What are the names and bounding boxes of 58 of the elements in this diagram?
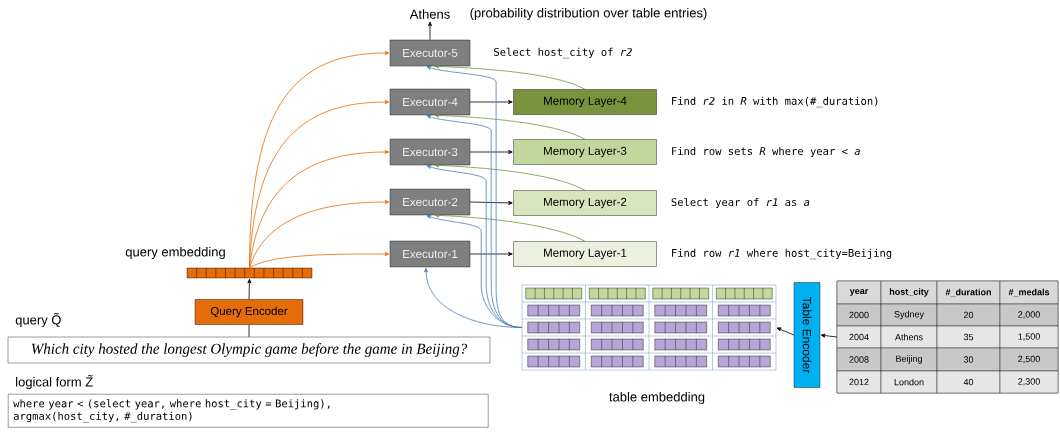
- table-cell: host_city: [880, 280, 938, 305]
- table-cell: 35: [936, 325, 1001, 349]
- executor-box: Executor-3: [389, 138, 471, 166]
- table-cell: Sydney: [880, 303, 938, 327]
- step-description: Find row sets R where year < a: [672, 146, 860, 158]
- arrow: [820, 333, 838, 338]
- output-label: Athens: [409, 9, 450, 19]
- table-cell: 2,500: [999, 347, 1059, 372]
- arrow: [434, 163, 586, 191]
- table-cell: 1,500: [999, 325, 1059, 349]
- memory-layer-box: Memory Layer-2: [513, 190, 657, 216]
- table-cell: London: [880, 370, 938, 394]
- executor-box: Executor-4: [389, 88, 471, 116]
- step-description: Find row r1 where host_city=Beijing: [672, 248, 892, 260]
- table-cell: 2,000: [999, 303, 1059, 327]
- executor-box: Executor-1: [389, 240, 471, 268]
- arrow: [249, 150, 390, 269]
- arrow: [424, 267, 523, 328]
- table-cell: #_medals: [999, 280, 1059, 305]
- step-description: Select year of r1 as a: [671, 197, 810, 209]
- query-box: Which city hosted the longest Olympic game before the game in Beijing?: [7, 336, 491, 364]
- arrow: [247, 278, 252, 300]
- heading: logical form Z̃: [16, 374, 93, 390]
- logical-form-box: where year < (select year, where host_city = Beijing), argmax(host_city, #_duration): [8, 394, 489, 428]
- executor-box: Executor-5: [389, 39, 471, 67]
- arrow: [249, 200, 390, 269]
- arrow: [469, 200, 513, 205]
- memory-layer-box: Memory Layer-4: [513, 89, 657, 115]
- memory-layer-box: Memory Layer-1: [513, 241, 657, 267]
- arrow: [469, 252, 513, 256]
- memory-layer-box: Memory Layer-3: [513, 139, 657, 165]
- arrow: [469, 100, 513, 104]
- arrow: [428, 21, 432, 41]
- embedding-label: query embedding: [125, 246, 225, 260]
- table-cell: 40: [936, 370, 1001, 394]
- encoder-box: Table Encoder: [793, 282, 821, 388]
- table-cell: 2,300: [999, 370, 1059, 394]
- encoder-box: Query Encoder: [194, 299, 304, 325]
- step-description: Select host_city of r2: [494, 47, 632, 59]
- heading: query Q̃: [15, 312, 61, 328]
- arrow: [434, 64, 586, 90]
- note-text: (probability distribution over table entries): [470, 7, 707, 21]
- arrow: [469, 150, 513, 154]
- executor-box: Executor-2: [389, 188, 471, 216]
- table-cell: 2000: [836, 303, 882, 327]
- embedding-label: table embedding: [609, 391, 705, 405]
- arrow: [434, 113, 586, 140]
- table-cell: 2012: [836, 370, 882, 394]
- table-cell: Beijing: [880, 347, 938, 372]
- arrow: [434, 213, 586, 242]
- table-cell: Athens: [880, 325, 938, 349]
- table-cell: 20: [936, 303, 1001, 327]
- table-cell: year: [836, 280, 882, 305]
- table-cell: 2004: [836, 325, 882, 349]
- arrow: [776, 327, 795, 336]
- step-description: Find r2 in R with max(#_duration): [672, 96, 878, 108]
- arrow: [249, 252, 390, 269]
- table-cell: 2008: [836, 347, 882, 372]
